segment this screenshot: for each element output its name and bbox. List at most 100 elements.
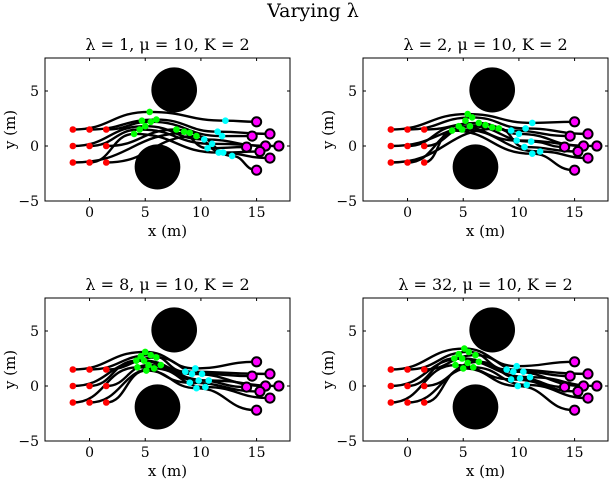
y-tick-label: 5 xyxy=(30,324,39,340)
y-tick-label: 0 xyxy=(30,379,39,395)
data-point xyxy=(558,381,571,393)
data-point xyxy=(250,404,263,416)
data-point xyxy=(462,117,469,124)
data-point xyxy=(102,126,110,133)
data-point xyxy=(273,380,285,392)
data-point xyxy=(472,351,479,359)
trajectory-line xyxy=(89,353,270,376)
data-point xyxy=(503,366,510,373)
data-point xyxy=(582,392,594,404)
x-tick-label: 10 xyxy=(510,445,528,461)
x-tick-label: 0 xyxy=(85,445,94,461)
trajectory-line xyxy=(106,120,253,138)
data-point xyxy=(218,132,226,140)
data-point xyxy=(198,370,206,378)
subplot-title: λ = 1, μ = 10, K = 2 xyxy=(85,35,249,54)
trajectory-line xyxy=(72,124,266,148)
data-point xyxy=(157,361,165,369)
data-point xyxy=(464,359,471,367)
data-point xyxy=(264,392,276,404)
plot-area xyxy=(69,307,285,430)
data-point xyxy=(193,384,200,392)
obstacle-disc xyxy=(151,307,198,353)
data-point xyxy=(420,399,428,406)
data-point xyxy=(527,138,535,145)
y-axis-label: y (m) xyxy=(1,350,19,390)
trajectory-line xyxy=(407,366,588,404)
data-point xyxy=(69,142,77,150)
data-point xyxy=(193,132,200,140)
data-point xyxy=(387,142,395,150)
trajectory-line xyxy=(106,369,257,412)
data-point xyxy=(69,399,77,406)
trajectory-line xyxy=(72,110,257,131)
data-point xyxy=(420,126,428,133)
data-point xyxy=(204,144,211,152)
data-point xyxy=(591,140,603,152)
data-point xyxy=(404,382,411,390)
data-point xyxy=(250,356,263,368)
data-point xyxy=(254,145,266,158)
data-point xyxy=(488,124,496,131)
obstacle-disc xyxy=(469,67,516,113)
data-point xyxy=(69,382,77,390)
trajectory-line xyxy=(89,118,270,136)
figure-suptitle: Varying λ xyxy=(266,0,359,22)
y-axis-label: y (m) xyxy=(319,350,337,390)
data-point xyxy=(568,116,581,128)
x-tick-label: 15 xyxy=(248,445,266,461)
obstacle-disc xyxy=(452,384,499,430)
data-point xyxy=(246,370,258,382)
data-point xyxy=(452,361,459,369)
data-point xyxy=(387,382,395,390)
x-tick-label: 10 xyxy=(510,205,528,221)
data-point xyxy=(513,362,520,370)
data-point xyxy=(513,137,520,144)
data-point xyxy=(387,126,395,133)
data-point xyxy=(86,126,93,133)
data-point xyxy=(208,140,216,148)
trajectory-line xyxy=(106,356,253,378)
data-point xyxy=(420,159,428,166)
data-point xyxy=(202,383,209,391)
data-point xyxy=(134,364,141,371)
data-point xyxy=(264,128,276,140)
trajectory-line xyxy=(106,134,257,172)
data-point xyxy=(564,370,576,382)
data-point xyxy=(180,128,188,135)
data-point xyxy=(507,127,515,134)
x-tick-label: 0 xyxy=(403,205,412,221)
data-point xyxy=(420,382,428,390)
subplot-title: λ = 8, μ = 10, K = 2 xyxy=(85,275,249,294)
plot-area xyxy=(387,67,603,190)
trajectory-line xyxy=(424,367,575,412)
data-point xyxy=(510,368,517,376)
plot-area xyxy=(69,67,285,190)
data-point xyxy=(451,355,458,362)
trajectory-line xyxy=(390,347,575,371)
x-tick-label: 5 xyxy=(141,445,150,461)
x-axis-label: x (m) xyxy=(466,222,505,240)
trajectory-line xyxy=(89,367,270,404)
trajectory-line xyxy=(390,112,575,131)
data-point xyxy=(141,122,149,130)
data-point xyxy=(273,140,285,152)
data-point xyxy=(222,117,229,124)
trajectory-line xyxy=(424,353,571,378)
data-point xyxy=(568,356,581,368)
data-point xyxy=(475,119,483,127)
data-point xyxy=(404,366,411,373)
data-point xyxy=(515,130,523,138)
data-point xyxy=(404,159,411,166)
data-point xyxy=(86,159,93,166)
data-point xyxy=(514,382,522,390)
data-point xyxy=(86,366,93,373)
trajectory-line xyxy=(407,357,597,388)
x-tick-label: 0 xyxy=(403,445,412,461)
data-point xyxy=(582,368,594,380)
x-tick-label: 5 xyxy=(141,205,150,221)
data-point xyxy=(582,152,594,164)
